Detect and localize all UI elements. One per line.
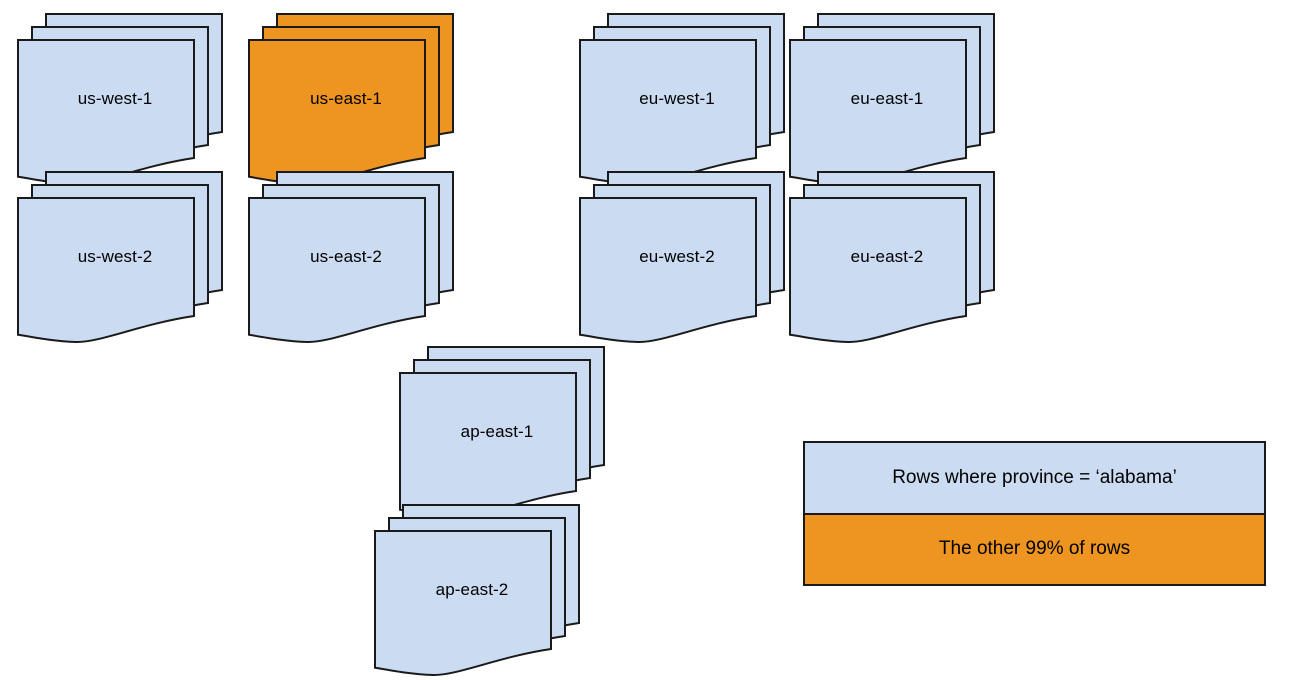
- document-stack-icon: [17, 171, 223, 344]
- document-stack-icon: [248, 171, 454, 344]
- document-sheet: [399, 372, 577, 519]
- document-sheet: [789, 197, 967, 344]
- document-stack-ap-east-1[interactable]: ap-east-1: [399, 346, 614, 519]
- document-sheet: [248, 197, 426, 344]
- document-sheet: [248, 39, 426, 186]
- document-stack-icon: [374, 504, 580, 677]
- document-stack-icon: [579, 171, 785, 344]
- document-stack-icon: [248, 13, 454, 186]
- document-stack-ap-east-2[interactable]: ap-east-2: [374, 504, 589, 677]
- document-stack-eu-west-1[interactable]: eu-west-1: [579, 13, 794, 186]
- document-stack-eu-east-1[interactable]: eu-east-1: [789, 13, 1004, 186]
- document-sheet: [17, 39, 195, 186]
- document-sheet: [374, 530, 552, 677]
- document-stack-us-west-1[interactable]: us-west-1: [17, 13, 232, 186]
- document-stack-eu-west-2[interactable]: eu-west-2: [579, 171, 794, 344]
- document-stack-eu-east-2[interactable]: eu-east-2: [789, 171, 1004, 344]
- document-stack-us-east-1[interactable]: us-east-1: [248, 13, 463, 186]
- document-stack-icon: [789, 171, 995, 344]
- document-sheet: [579, 39, 757, 186]
- legend: Rows where province = ‘alabama’ The othe…: [803, 441, 1266, 586]
- legend-label-orange: The other 99% of rows: [938, 538, 1131, 560]
- document-stack-us-west-2[interactable]: us-west-2: [17, 171, 232, 344]
- document-stack-icon: [399, 346, 605, 519]
- document-stack-us-east-2[interactable]: us-east-2: [248, 171, 463, 344]
- document-sheet: [789, 39, 967, 186]
- document-stack-icon: [17, 13, 223, 186]
- document-stack-icon: [579, 13, 785, 186]
- legend-label-blue: Rows where province = ‘alabama’: [892, 466, 1177, 488]
- document-stack-icon: [789, 13, 995, 186]
- legend-row-blue: Rows where province = ‘alabama’: [805, 443, 1264, 515]
- document-sheet: [17, 197, 195, 344]
- document-sheet: [579, 197, 757, 344]
- legend-row-orange: The other 99% of rows: [805, 514, 1264, 584]
